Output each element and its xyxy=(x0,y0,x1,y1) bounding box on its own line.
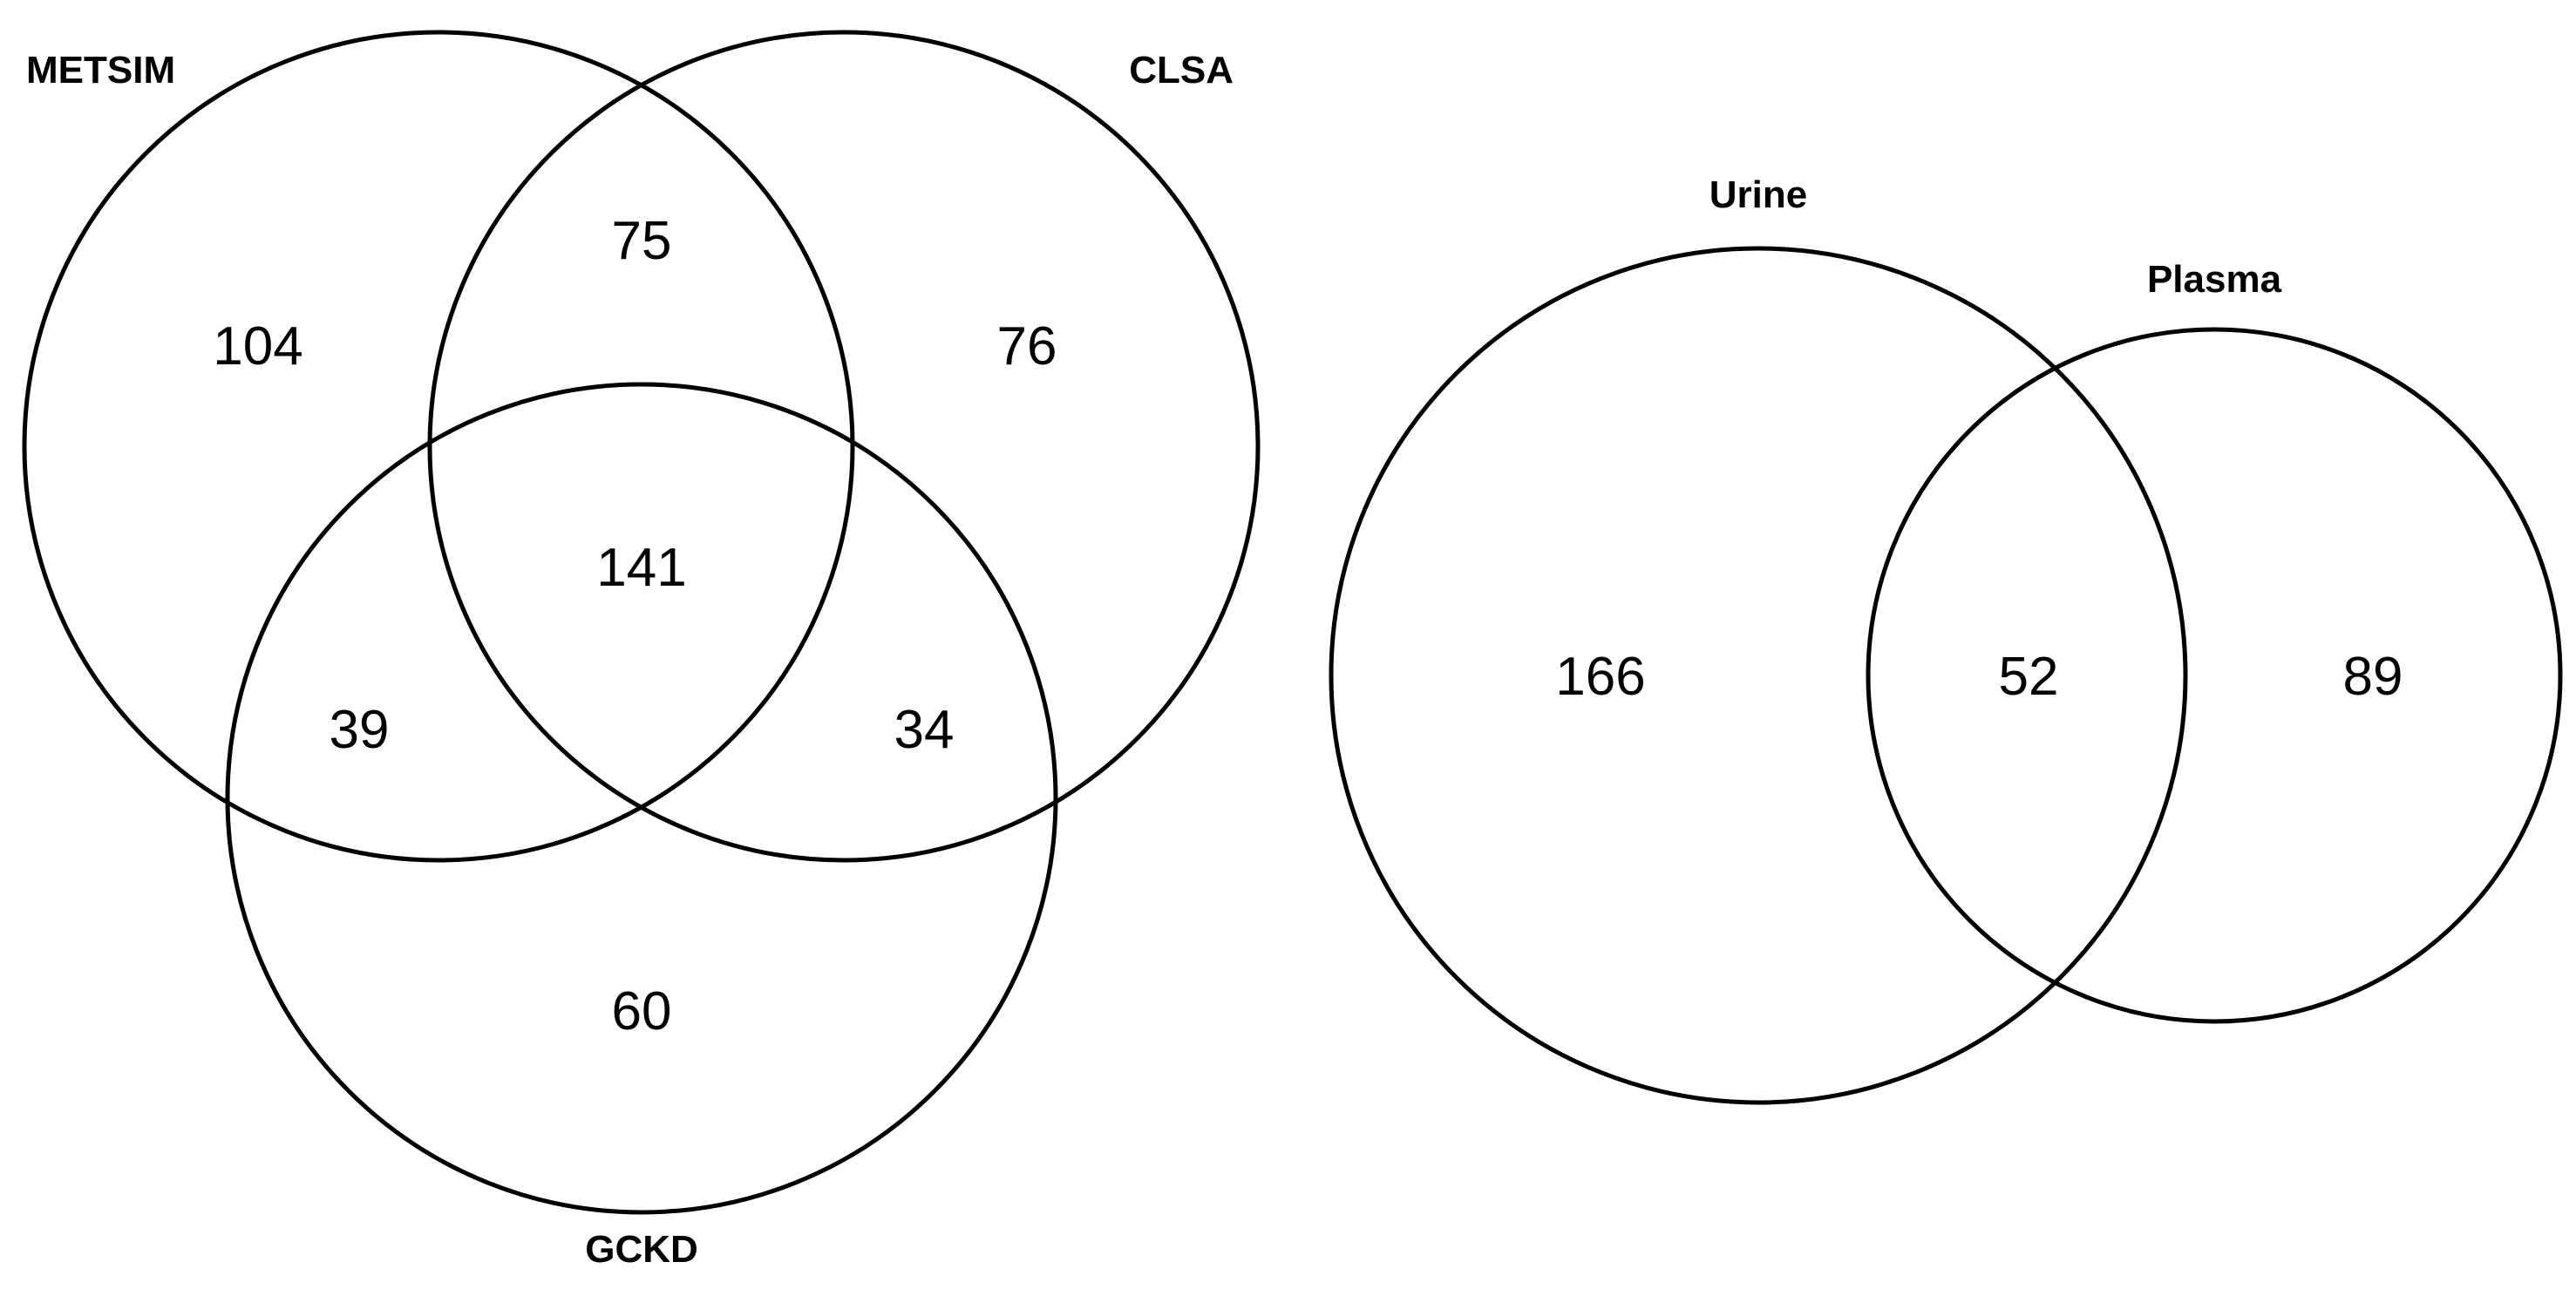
two-set-venn: Urine Plasma 166 52 89 xyxy=(1329,173,2563,1105)
plasma-label: Plasma xyxy=(2147,258,2282,301)
plasma-circle xyxy=(1866,327,2563,1024)
urine-plasma-count: 52 xyxy=(1999,647,2059,707)
gckd-label: GCKD xyxy=(585,1228,698,1271)
urine-only-count: 166 xyxy=(1555,647,1645,707)
urine-circle xyxy=(1329,246,2188,1105)
clsa-label: CLSA xyxy=(1129,49,1234,92)
metsim-label: METSIM xyxy=(26,49,175,92)
all-three-count: 141 xyxy=(596,538,686,598)
three-set-venn: METSIM CLSA GCKD 104 75 76 141 39 34 60 xyxy=(22,30,1261,1271)
gckd-circle xyxy=(225,382,1058,1215)
plasma-only-count: 89 xyxy=(2343,647,2403,707)
metsim-clsa-count: 75 xyxy=(612,211,672,271)
metsim-circle xyxy=(22,30,855,863)
metsim-only-count: 104 xyxy=(213,316,302,377)
clsa-circle xyxy=(427,30,1261,863)
urine-label: Urine xyxy=(1709,173,1807,216)
gckd-only-count: 60 xyxy=(612,981,672,1042)
clsa-only-count: 76 xyxy=(997,316,1057,377)
metsim-gckd-count: 39 xyxy=(330,700,390,760)
clsa-gckd-count: 34 xyxy=(894,700,955,760)
